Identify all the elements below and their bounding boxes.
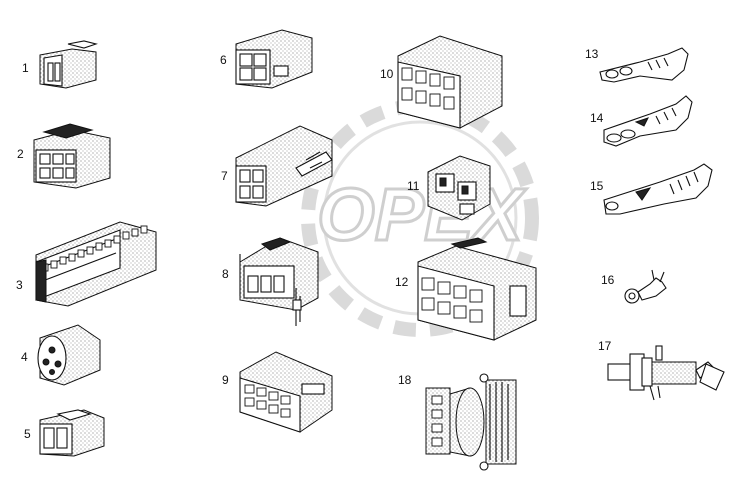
label-11: 11 bbox=[407, 179, 420, 193]
label-15: 15 bbox=[590, 179, 604, 193]
label-16: 16 bbox=[601, 273, 615, 287]
part-6-connector bbox=[235, 29, 313, 89]
label-7: 7 bbox=[221, 169, 228, 183]
label-8: 8 bbox=[222, 267, 229, 281]
label-13: 13 bbox=[585, 47, 599, 61]
part-9-connector bbox=[239, 351, 333, 433]
label-17: 17 bbox=[598, 339, 612, 353]
part-11-connector bbox=[427, 155, 491, 221]
label-1: 1 bbox=[22, 61, 29, 75]
part-13-terminal bbox=[599, 47, 689, 83]
part-15-terminal bbox=[603, 163, 713, 215]
label-14: 14 bbox=[590, 111, 604, 125]
label-3: 3 bbox=[16, 278, 23, 292]
part-10-connector bbox=[397, 35, 503, 129]
label-2: 2 bbox=[17, 147, 24, 161]
label-9: 9 bbox=[222, 373, 229, 387]
part-7-connector bbox=[235, 125, 333, 207]
part-3-connector bbox=[35, 221, 157, 307]
part-4-bushing bbox=[37, 324, 101, 386]
part-number-labels: 1 2 3 4 5 6 7 8 9 10 11 12 13 14 15 16 1… bbox=[16, 47, 615, 441]
part-8-connector bbox=[239, 237, 319, 326]
part-1-connector bbox=[39, 40, 98, 89]
part-18-round-connector bbox=[425, 373, 517, 471]
label-10: 10 bbox=[380, 67, 394, 81]
part-14-terminal bbox=[603, 95, 693, 147]
label-12: 12 bbox=[395, 275, 409, 289]
watermark-text: OPEX bbox=[317, 173, 527, 256]
label-6: 6 bbox=[220, 53, 227, 67]
part-5-connector bbox=[39, 409, 105, 457]
part-12-connector bbox=[417, 237, 537, 341]
watermark-logo: OPEX bbox=[301, 99, 539, 337]
part-2-connector bbox=[33, 123, 111, 189]
label-4: 4 bbox=[21, 350, 28, 364]
part-17-sensor bbox=[607, 345, 725, 401]
label-18: 18 bbox=[398, 373, 412, 387]
part-16-ring-terminal bbox=[624, 269, 667, 304]
label-5: 5 bbox=[24, 427, 31, 441]
